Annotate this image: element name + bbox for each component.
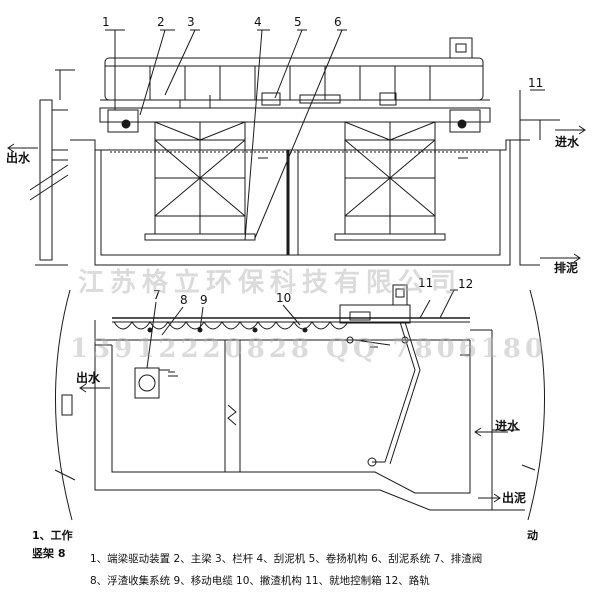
label-9: 9 [200,293,208,307]
label-10: 10 [276,291,291,305]
left-caption-line1: 1、工作 [32,529,73,542]
legend-line-1: 1、端梁驱动装置 2、主梁 3、栏杆 4、刮泥机 5、卷扬机构 6、刮泥系统 7… [90,553,483,565]
label-11-top: 11 [528,76,543,90]
label-4: 4 [254,15,262,29]
left-partial-figure-top [29,69,75,266]
label-6: 6 [334,15,342,29]
guardrail-frame [104,37,484,101]
label-3: 3 [187,15,195,29]
main-beam [99,99,491,133]
watermark-company: 江苏格立环保科技有限公司 [78,268,463,298]
label-1: 1 [102,15,110,29]
label-11-bottom: 11 [418,276,433,290]
scraper-arm [354,321,421,467]
legend-line-2: 8、浮渣收集系统 9、移动电缆 10、撇渣机构 11、就地控制箱 12、路轨 [90,575,430,587]
label-7: 7 [153,288,161,302]
truss-right [334,121,446,241]
right-caption-line1: 动 [527,529,538,542]
hoist-mechanism [179,92,420,108]
left-caption-line2: 竖架 8 [32,547,66,560]
label-12: 12 [458,277,473,291]
label-8: 8 [180,293,188,307]
arrows-top [7,125,586,263]
tank-top [70,139,530,266]
truss-left [144,121,256,241]
arrows-bottom [79,354,508,503]
watermark-phone: 13912220828 QQ 7806180 [70,334,548,364]
sludge-outlet-bottom: 出泥 [502,490,526,505]
leader-lines-top [105,29,347,241]
label-2: 2 [157,15,165,29]
label-5: 5 [294,15,302,29]
leader-lines-bottom [146,289,458,369]
outer-arcs [54,289,545,521]
trolley [339,284,431,344]
right-partial-figure-top [519,89,560,266]
inlet-water-top: 进水 [555,134,580,149]
outlet-water-bottom: 出水 [76,370,101,385]
sludge-discharge-top: 排泥 [554,260,578,275]
outlet-water-top: 出水 [6,150,31,165]
inlet-water-bottom: 进水 [495,418,520,433]
